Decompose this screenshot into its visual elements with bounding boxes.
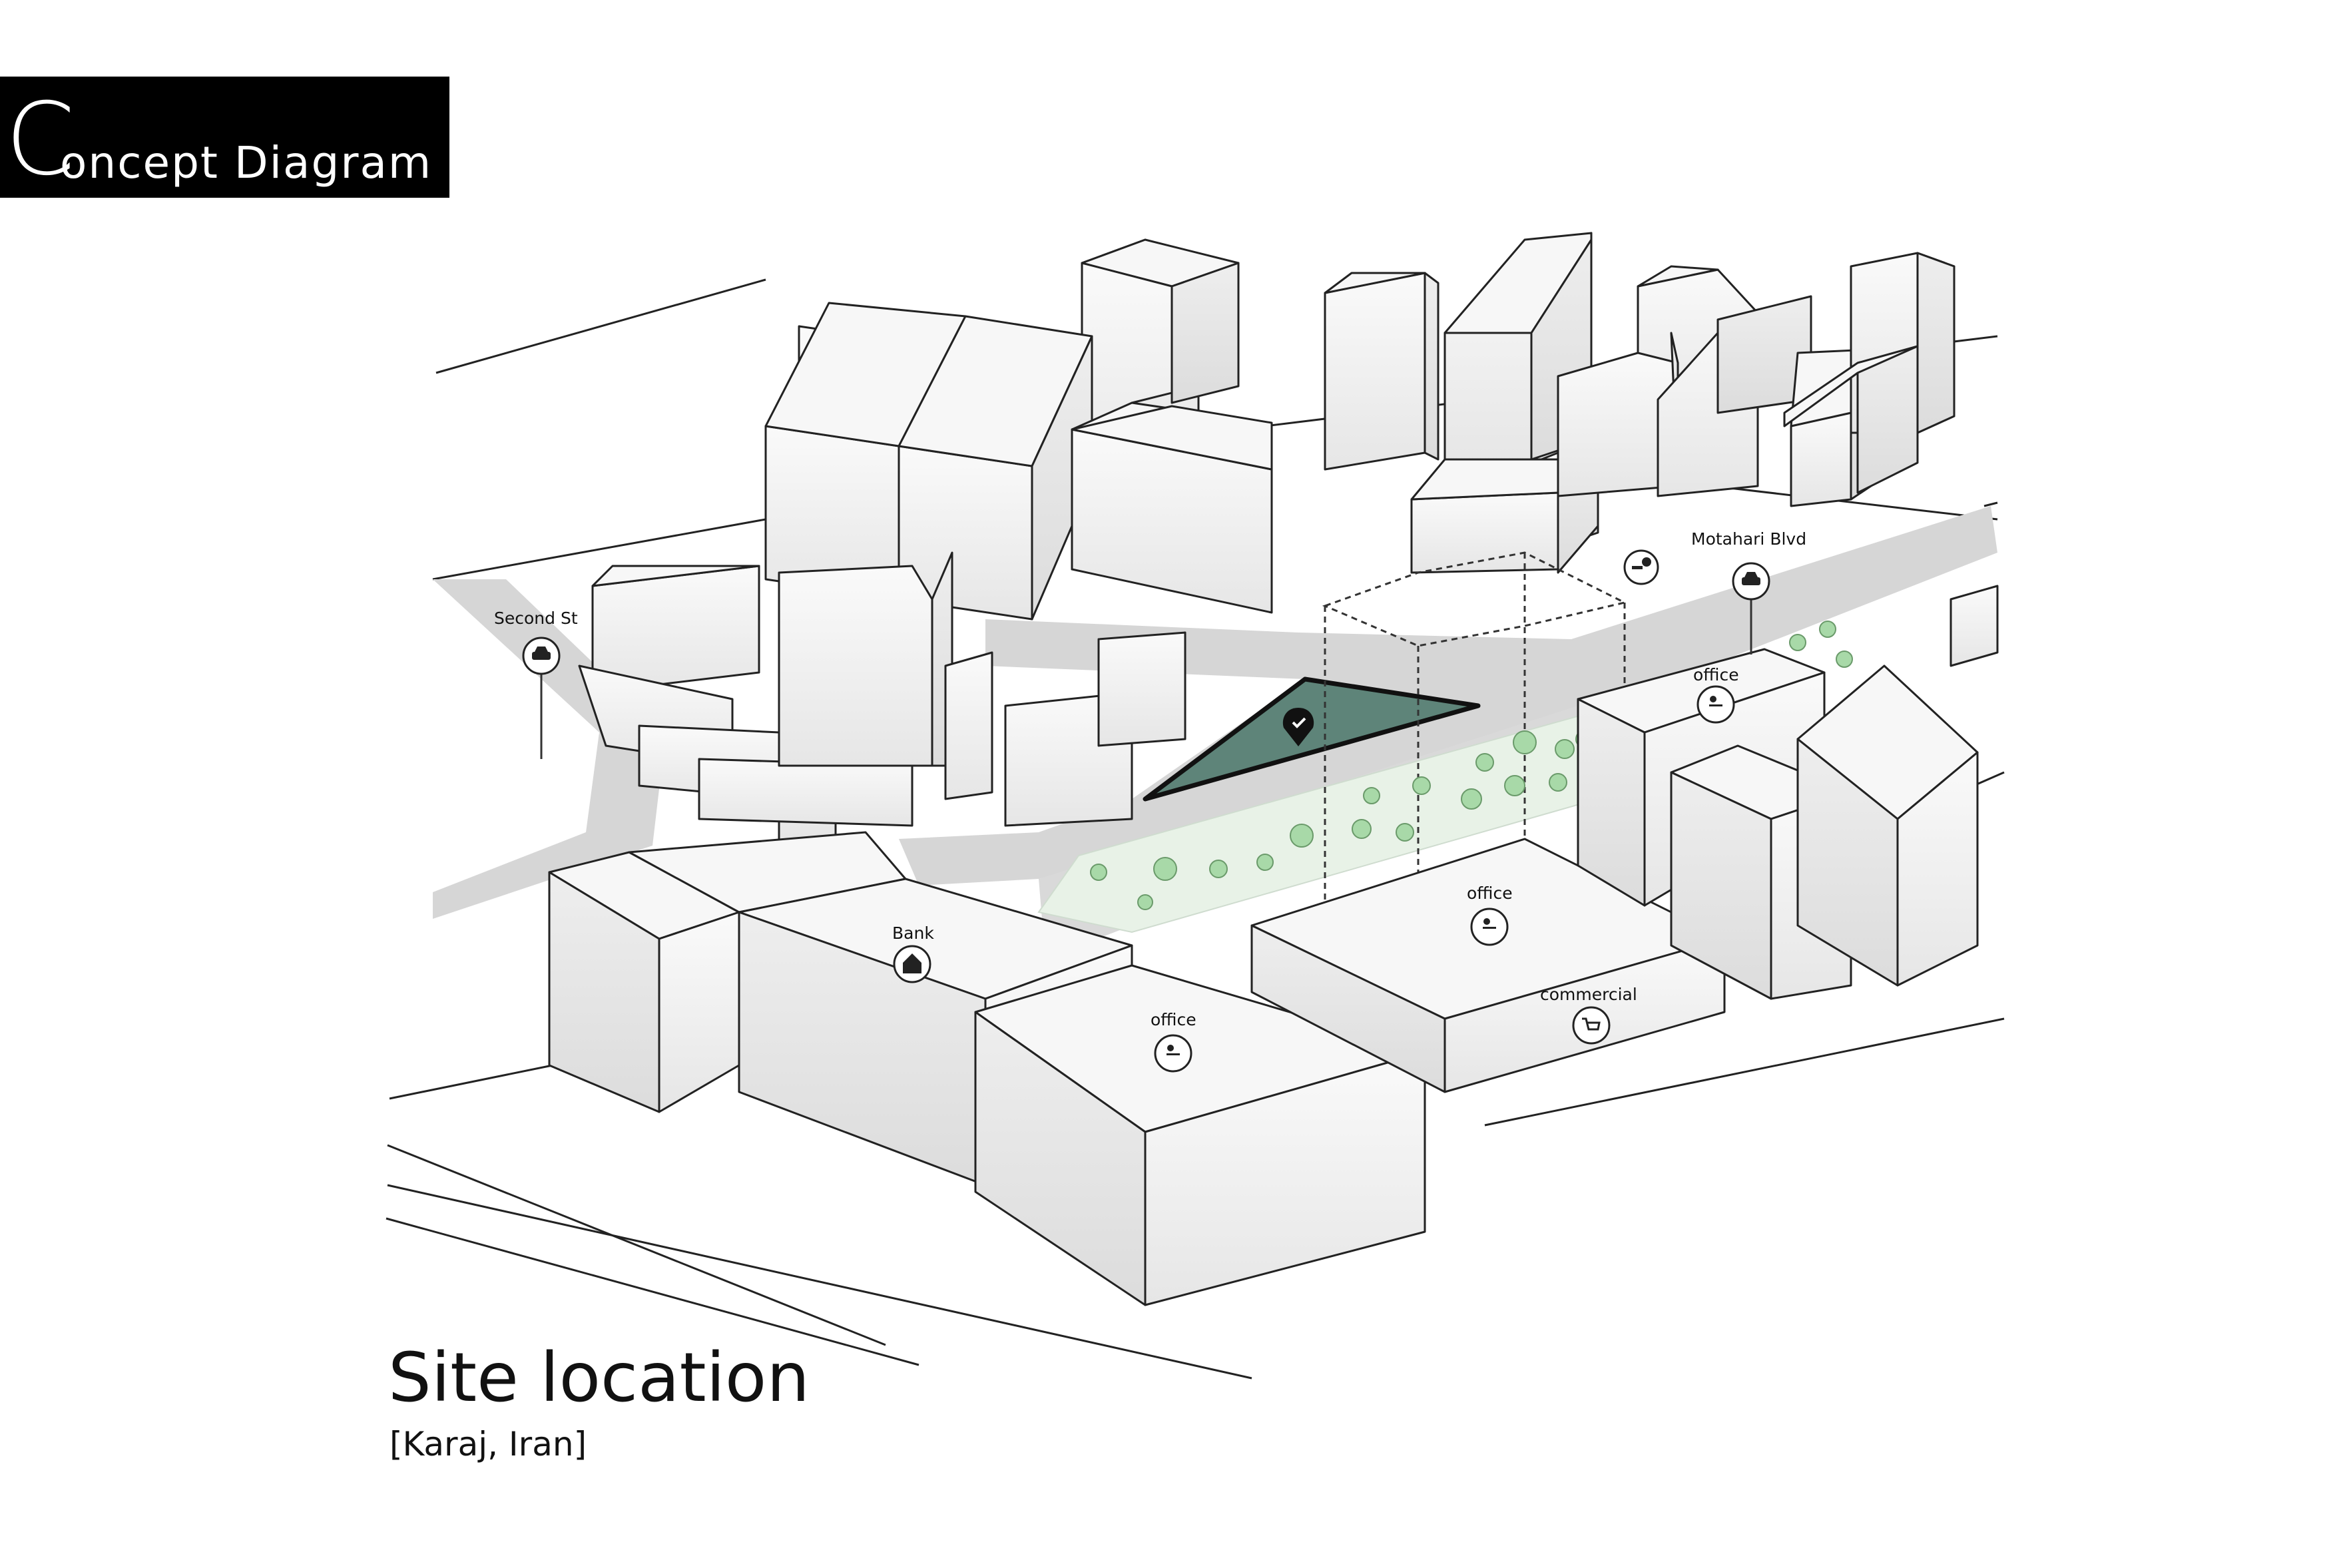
road-second-st (433, 579, 666, 919)
caption-title: Site location (388, 1338, 810, 1418)
site-parcel[interactable] (1143, 676, 1481, 802)
header-initial: C (5, 82, 75, 198)
label-bank: Bank (892, 923, 934, 943)
office-worker-icon (1154, 1034, 1192, 1073)
back-buildings (578, 232, 1956, 933)
office-worker-icon (1696, 685, 1735, 724)
location-pin-icon (1282, 708, 1314, 746)
bank-icon (893, 945, 931, 983)
street-label-motahari-blvd: Motahari Blvd (1691, 529, 1806, 549)
label-commercial: commercial (1540, 985, 1637, 1004)
label-office-right: office (1693, 665, 1739, 684)
label-office-center: office (1467, 884, 1513, 903)
car-icon (522, 637, 561, 759)
car-icon (1732, 562, 1770, 654)
header-title: oncept Diagram (60, 137, 433, 188)
label-office-front: office (1151, 1010, 1196, 1029)
shopping-cart-icon (1572, 1006, 1611, 1045)
trees (1090, 621, 1853, 910)
office-worker-icon (1470, 908, 1509, 946)
street-label-second-st: Second St (494, 609, 578, 628)
header-banner: C oncept Diagram (0, 77, 449, 198)
bench-tree-icon (1623, 549, 1659, 585)
caption-subtitle: [Karaj, Iran] (390, 1425, 587, 1463)
front-buildings (548, 585, 1999, 1306)
